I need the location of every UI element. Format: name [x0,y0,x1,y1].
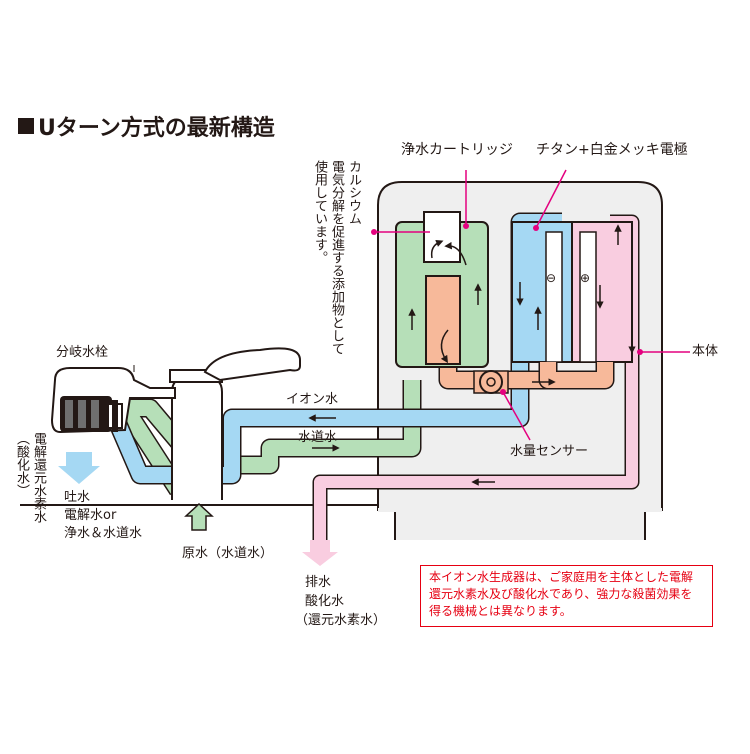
cathode-chamber [511,221,575,363]
branch-valve-label: 分岐水栓 [56,345,109,360]
main-body-label: 本体 [692,344,719,359]
outlet-label-2: 電解水or [64,508,117,523]
raw-water-arrow [184,502,214,531]
drain-label-3: （還元水素水） [295,613,387,628]
main-body-base [378,508,662,512]
additive-chamber [423,211,461,263]
minus-electrode [545,231,563,363]
ion-water-label: イオン水 [286,392,339,407]
faucet-lever [203,347,301,382]
leader-lines [374,169,690,441]
title-square-icon [18,118,34,134]
outlet-label-3: 浄水＆水道水 [64,526,143,541]
flow-sensor [479,370,503,394]
faucet-body [171,377,223,500]
filter-core [425,275,461,365]
drain-label-2: 酸化水 [305,594,345,609]
drain-arrow [302,540,338,566]
notice-box: 本イオン水生成器は、ご家庭用を主体とした電解還元水素水及び酸化水であり、強力な殺… [420,565,713,627]
outlet-arrow [58,452,100,484]
additive-label-2: 電気分解を促進する添加物として [329,160,344,355]
plus-symbol: ⊕ [580,271,591,285]
left-label-2: （酸化水） [14,432,29,497]
raw-water-label: 原水（水道水） [182,546,274,561]
additive-label-3: 使用しています。 [312,160,327,264]
drain-label-1: 排水 [305,575,332,590]
plus-electrode [579,231,597,363]
minus-symbol: ⊖ [546,271,557,285]
left-label-1: 電解還元水素水 [31,432,46,523]
flow-arrows [308,224,636,486]
cartridge-label: 浄水カートリッジ [401,142,513,158]
page-title: Uターン方式の最新構造 [18,110,275,142]
tap-water-label: 水道水 [298,430,338,445]
electrode-label: チタン+白金メッキ電極 [536,142,688,158]
flow-sensor-label: 水量センサー [510,444,589,459]
title-text: Uターン方式の最新構造 [38,116,275,141]
additive-label-1: カルシウム [346,160,361,225]
outlet-label-1: 吐水 [64,490,91,505]
